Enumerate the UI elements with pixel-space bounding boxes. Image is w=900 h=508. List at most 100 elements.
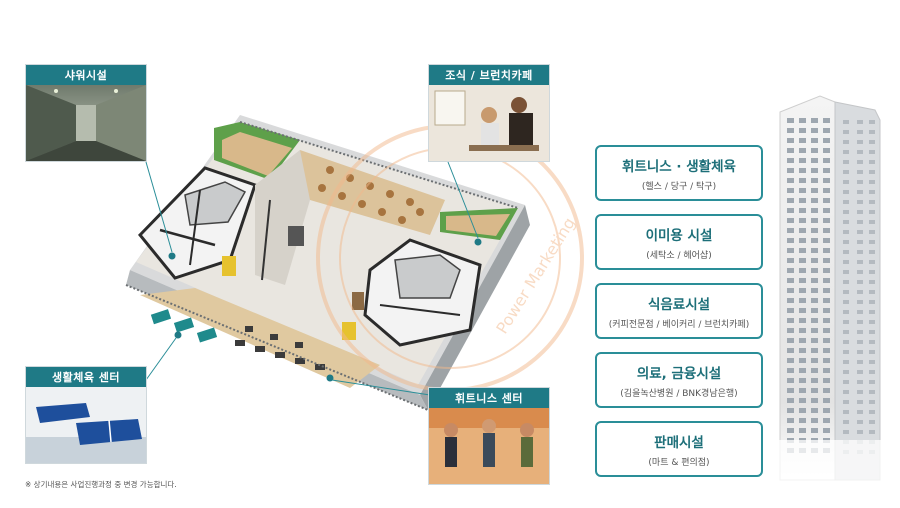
building-window xyxy=(799,428,806,433)
building-window xyxy=(857,250,863,254)
building-window xyxy=(799,298,806,303)
building-window xyxy=(869,260,875,264)
building-window xyxy=(869,250,875,254)
building-window xyxy=(787,138,794,143)
fitness-class-photo xyxy=(429,408,549,484)
building-window xyxy=(869,350,875,354)
building-window xyxy=(857,280,863,284)
building-window xyxy=(799,268,806,273)
building-window xyxy=(823,118,830,123)
building-window xyxy=(843,380,849,384)
building-window xyxy=(811,188,818,193)
building-window xyxy=(869,230,875,234)
building-window xyxy=(799,248,806,253)
building-window xyxy=(811,198,818,203)
building-window xyxy=(811,278,818,283)
building-window xyxy=(787,248,794,253)
building-window xyxy=(823,308,830,313)
building-window xyxy=(799,368,806,373)
building-window xyxy=(787,398,794,403)
building-window xyxy=(869,180,875,184)
building-window xyxy=(799,408,806,413)
photo-label-fitness: 휘트니스 센터 xyxy=(429,388,549,408)
building-window xyxy=(843,270,849,274)
building-window xyxy=(823,358,830,363)
building-window xyxy=(787,258,794,263)
building-window xyxy=(787,388,794,393)
building-window xyxy=(857,130,863,134)
building-window xyxy=(869,170,875,174)
building-window xyxy=(811,208,818,213)
building-window xyxy=(843,300,849,304)
building-window xyxy=(787,288,794,293)
building-window xyxy=(843,140,849,144)
building-window xyxy=(843,130,849,134)
building-window xyxy=(843,240,849,244)
building-window xyxy=(799,188,806,193)
building-window xyxy=(869,310,875,314)
building-window xyxy=(869,140,875,144)
building-window xyxy=(869,150,875,154)
building-window xyxy=(787,298,794,303)
building-window xyxy=(811,338,818,343)
disclaimer-footnote: ※ 상기내용은 사업진행과정 중 변경 가능합니다. xyxy=(25,480,177,489)
facility-beauty: 이미용 시설 (세탁소 / 헤어샵) xyxy=(595,214,763,270)
building-window xyxy=(811,138,818,143)
building-window xyxy=(843,390,849,394)
building-window xyxy=(869,280,875,284)
building-window xyxy=(857,310,863,314)
building-window xyxy=(799,258,806,263)
building-window xyxy=(843,150,849,154)
building-window xyxy=(811,268,818,273)
building-window xyxy=(869,120,875,124)
building-window xyxy=(823,248,830,253)
building-window xyxy=(869,420,875,424)
facility-detail: (세탁소 / 헤어샵) xyxy=(646,250,712,261)
building-window xyxy=(843,360,849,364)
building-window xyxy=(857,380,863,384)
building-window xyxy=(799,238,806,243)
building-window xyxy=(857,370,863,374)
building-window xyxy=(787,408,794,413)
building-window xyxy=(811,358,818,363)
building-window xyxy=(857,200,863,204)
building-window xyxy=(869,220,875,224)
building-window xyxy=(811,238,818,243)
building-window xyxy=(857,160,863,164)
building-window xyxy=(843,170,849,174)
building-window xyxy=(823,368,830,373)
facility-name: 이미용 시설 xyxy=(645,227,713,244)
building-window xyxy=(869,400,875,404)
building-window xyxy=(787,378,794,383)
building-window xyxy=(857,420,863,424)
building-window xyxy=(811,398,818,403)
building-window xyxy=(857,320,863,324)
building-window xyxy=(869,320,875,324)
building-window xyxy=(869,340,875,344)
building-window xyxy=(843,320,849,324)
building-window xyxy=(799,128,806,133)
shower-room-photo xyxy=(26,85,146,161)
building-window xyxy=(857,330,863,334)
building-window xyxy=(843,330,849,334)
photo-card-cafe: 조식 / 브런치카페 xyxy=(428,64,550,162)
building-window xyxy=(857,360,863,364)
building-window xyxy=(857,170,863,174)
building-window xyxy=(869,430,875,434)
building-window xyxy=(787,178,794,183)
building-window xyxy=(843,280,849,284)
facility-detail: (김을녹산병원 / BNK경남은행) xyxy=(620,388,738,399)
building-window xyxy=(823,198,830,203)
building-window xyxy=(799,398,806,403)
building-window xyxy=(857,400,863,404)
building-window xyxy=(799,178,806,183)
building-window xyxy=(823,228,830,233)
building-window xyxy=(843,260,849,264)
building-window xyxy=(857,290,863,294)
building-window xyxy=(787,428,794,433)
building-window xyxy=(823,168,830,173)
building-window xyxy=(787,418,794,423)
building-window xyxy=(787,128,794,133)
building-window xyxy=(823,178,830,183)
